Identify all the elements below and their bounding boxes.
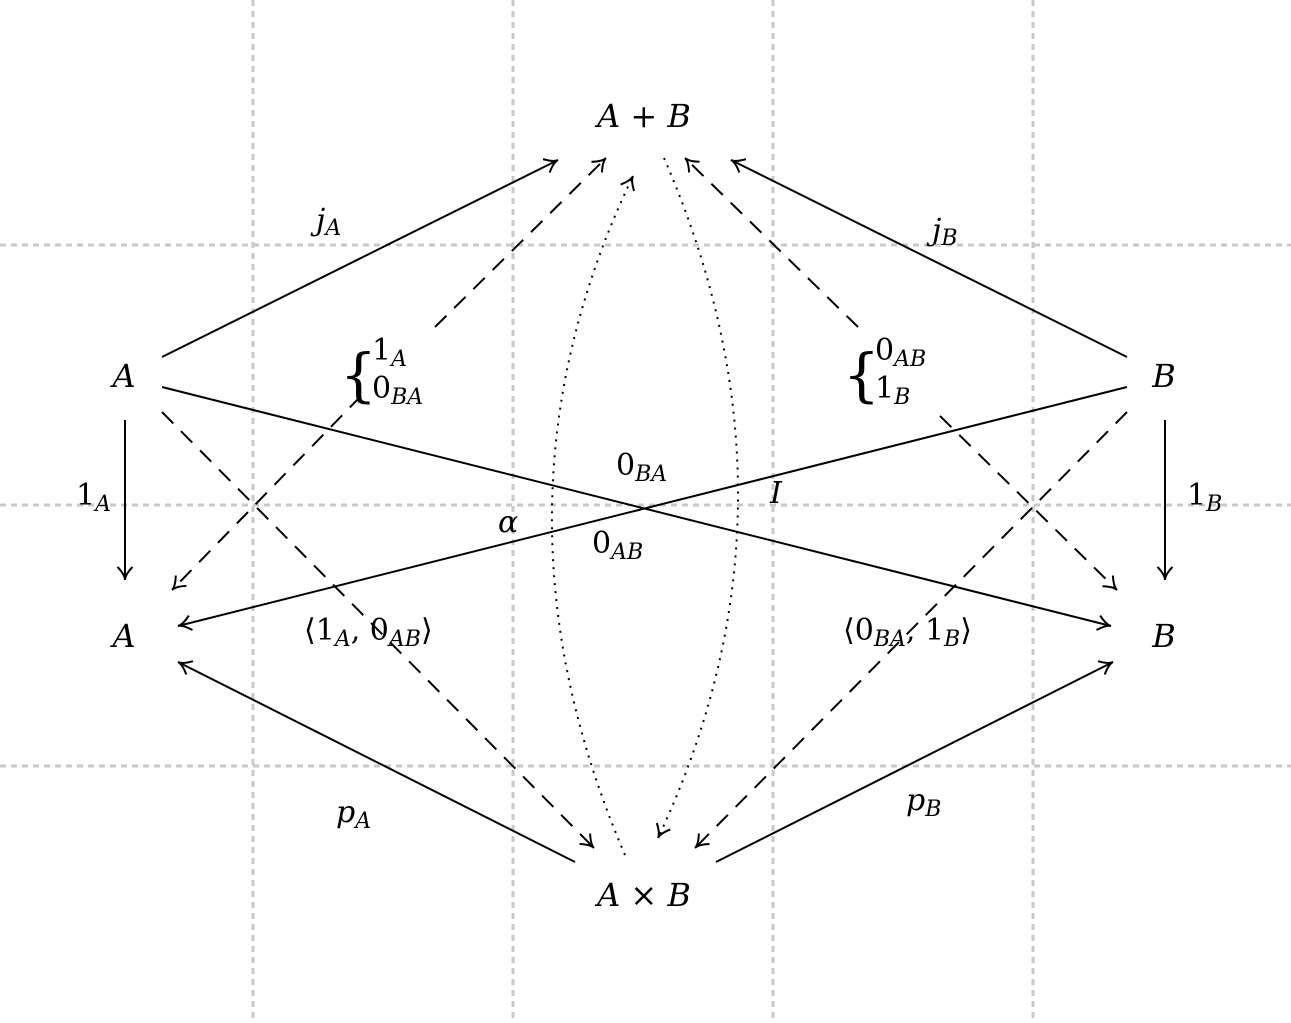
arrow-oneA-head bbox=[116, 566, 134, 581]
case-left-brace: { bbox=[340, 341, 377, 409]
arrow-pairA-head bbox=[579, 833, 595, 849]
arrow-alpha bbox=[550, 175, 634, 856]
label-pairA: ⟨1A, 0AB⟩ bbox=[304, 613, 433, 652]
arrow-oneB-head bbox=[1156, 566, 1174, 581]
arrows bbox=[124, 157, 1166, 863]
label-pB: pB bbox=[906, 783, 941, 822]
label-pA: pA bbox=[336, 795, 371, 834]
arrow-pairA bbox=[161, 411, 595, 849]
label-pairB: ⟨0BA, 1B⟩ bbox=[843, 613, 972, 652]
label-case-right: { 0AB 1B bbox=[843, 333, 926, 410]
arrow-zeroAB bbox=[177, 386, 1128, 627]
arrow-jA-head bbox=[542, 158, 559, 173]
case-right-brace: { bbox=[843, 341, 880, 409]
label-I: I bbox=[769, 476, 783, 511]
arrow-zeroAB-head bbox=[177, 615, 193, 631]
case-right-row2: 1B bbox=[875, 371, 910, 410]
label-oneB: 1B bbox=[1187, 478, 1222, 517]
arrowheads bbox=[116, 157, 1174, 849]
label-alpha: α bbox=[498, 505, 518, 540]
label-case-left: { 1A 0BA bbox=[340, 333, 423, 410]
arrow-pB-head bbox=[1097, 660, 1114, 675]
arrow-pA-head bbox=[177, 660, 194, 675]
node-sum: A + B bbox=[594, 97, 691, 135]
arrow-zeroBA bbox=[161, 386, 1112, 627]
node-product: A × B bbox=[594, 876, 691, 914]
arrow-rightcase-up-head bbox=[684, 157, 700, 173]
arrow-I-head bbox=[655, 822, 671, 839]
arrow-leftcase-down-head bbox=[171, 575, 187, 591]
arrow-leftcase-up-head bbox=[591, 157, 607, 173]
case-left-row2: 0BA bbox=[372, 371, 423, 410]
arrow-I bbox=[657, 157, 740, 839]
arrow-jB bbox=[730, 159, 1128, 358]
arrow-pairB bbox=[694, 411, 1128, 849]
arrow-leftcase-up bbox=[434, 157, 607, 328]
case-right-row1: 0AB bbox=[875, 333, 926, 372]
label-zeroAB: 0AB bbox=[592, 526, 643, 565]
arrow-rightcase-up bbox=[684, 157, 859, 328]
arrow-pA bbox=[177, 661, 576, 863]
node-a-top: A bbox=[109, 357, 135, 395]
arrow-jB-head bbox=[730, 158, 747, 173]
node-b-top: B bbox=[1151, 357, 1176, 395]
arrow-rightcase-down bbox=[939, 415, 1118, 591]
arrow-alpha-head bbox=[620, 175, 636, 192]
label-jB: jB bbox=[926, 213, 957, 251]
arrow-zeroBA-head bbox=[1096, 615, 1112, 631]
node-a-bottom: A bbox=[109, 617, 135, 655]
arrow-pB bbox=[715, 661, 1114, 863]
label-jA: jA bbox=[310, 203, 341, 241]
arrow-jA bbox=[161, 159, 559, 358]
arrow-leftcase-down bbox=[171, 395, 362, 591]
arrow-rightcase-down-head bbox=[1102, 575, 1118, 591]
node-b-bottom: B bbox=[1151, 617, 1176, 655]
label-zeroBA: 0BA bbox=[616, 448, 667, 487]
label-oneA: 1A bbox=[76, 478, 111, 517]
arrow-pairB-head bbox=[694, 833, 710, 849]
case-left-row1: 1A bbox=[372, 333, 407, 372]
